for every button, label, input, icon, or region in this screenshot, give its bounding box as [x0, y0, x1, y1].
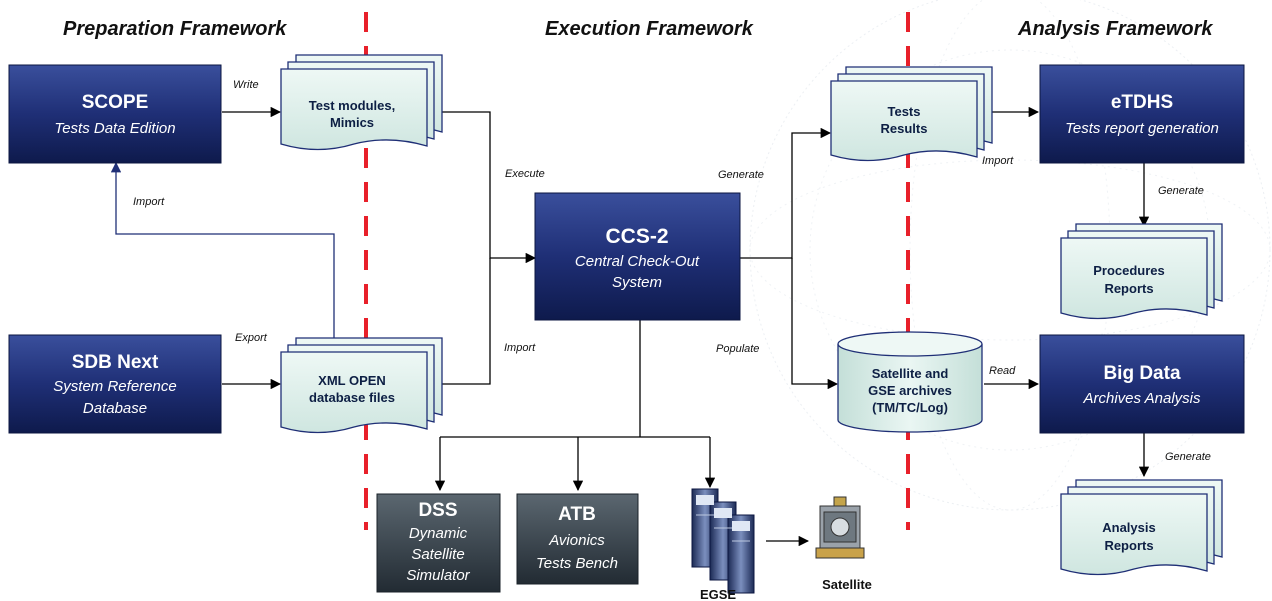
connector-populate	[791, 258, 839, 390]
big-data-title: Big Data	[1103, 363, 1181, 384]
label-import-etdhs: Import	[982, 155, 1014, 167]
etdhs-title: eTDHS	[1111, 92, 1173, 113]
egse-rack-icon	[691, 488, 755, 594]
dss-subtitle-line3: Simulator	[406, 567, 470, 584]
xml-open-line1: XML OPEN	[318, 373, 386, 388]
archives-database: Satellite and GSE archives (TM/TC/Log)	[837, 331, 983, 433]
test-modules-line1: Test modules,	[309, 98, 395, 113]
tests-results-doc: Tests Results	[830, 66, 993, 162]
label-execute: Execute	[505, 168, 545, 180]
etdhs-box: eTDHS Tests report generation	[1039, 64, 1245, 164]
connector-generate-results	[740, 127, 832, 259]
procedures-reports-line2: Reports	[1104, 281, 1153, 296]
dss-title: DSS	[418, 500, 457, 521]
archives-line3: (TM/TC/Log)	[872, 400, 948, 415]
label-write: Write	[233, 79, 259, 91]
connector-import-xml	[430, 258, 491, 385]
sdb-next-subtitle-line1: System Reference	[53, 378, 176, 395]
tests-results-line2: Results	[881, 121, 928, 136]
sdb-next-title: SDB Next	[72, 352, 159, 373]
label-import-scope: Import	[133, 196, 165, 208]
ccs2-box: CCS-2 Central Check-Out System	[534, 192, 741, 321]
header-analysis: Analysis Framework	[1017, 18, 1213, 40]
ccs2-subtitle-line2: System	[612, 274, 662, 291]
procedures-reports-line1: Procedures	[1093, 263, 1165, 278]
sdb-next-box: SDB Next System Reference Database	[8, 334, 222, 434]
big-data-box: Big Data Archives Analysis	[1039, 334, 1245, 434]
label-import-xml: Import	[504, 342, 536, 354]
analysis-reports-doc: Analysis Reports	[1060, 479, 1223, 576]
analysis-reports-line2: Reports	[1104, 538, 1153, 553]
header-execution: Execution Framework	[545, 18, 754, 40]
archives-line1: Satellite and	[872, 366, 949, 381]
xml-open-doc: XML OPEN database files	[280, 337, 443, 434]
scope-box: SCOPE Tests Data Edition	[8, 64, 222, 164]
archives-line2: GSE archives	[868, 383, 952, 398]
test-modules-doc: Test modules, Mimics	[280, 54, 443, 151]
header-preparation: Preparation Framework	[63, 18, 287, 40]
label-export: Export	[235, 332, 268, 344]
atb-subtitle-line2: Tests Bench	[536, 555, 618, 572]
label-generate-results: Generate	[718, 169, 764, 181]
sdb-next-subtitle-line2: Database	[83, 400, 147, 417]
scope-title: SCOPE	[82, 92, 149, 113]
satellite-label: Satellite	[822, 577, 872, 592]
dss-box: DSS Dynamic Satellite Simulator	[376, 493, 501, 593]
ccs2-subtitle-line1: Central Check-Out	[575, 253, 700, 270]
test-modules-line2: Mimics	[330, 115, 374, 130]
connector-execute	[430, 111, 537, 264]
tests-results-line1: Tests	[888, 104, 921, 119]
procedures-reports-doc: Procedures Reports	[1060, 223, 1223, 320]
scope-subtitle: Tests Data Edition	[54, 120, 175, 137]
egse-label: EGSE	[700, 587, 736, 601]
analysis-reports-line1: Analysis	[1102, 520, 1155, 535]
xml-open-line2: database files	[309, 390, 395, 405]
big-data-subtitle: Archives Analysis	[1083, 390, 1201, 407]
etdhs-subtitle: Tests report generation	[1065, 120, 1219, 137]
ccs2-title: CCS-2	[605, 225, 668, 248]
label-read: Read	[989, 365, 1016, 377]
connector-import-scope	[110, 161, 335, 352]
satellite-icon	[815, 496, 865, 559]
atb-subtitle-line1: Avionics	[548, 532, 605, 549]
atb-title: ATB	[558, 504, 596, 525]
atb-box: ATB Avionics Tests Bench	[516, 493, 639, 585]
dss-subtitle-line1: Dynamic	[409, 525, 468, 542]
label-populate: Populate	[716, 343, 759, 355]
dss-subtitle-line2: Satellite	[411, 546, 464, 563]
label-generate-analysis: Generate	[1165, 451, 1211, 463]
label-generate-procedures: Generate	[1158, 185, 1204, 197]
